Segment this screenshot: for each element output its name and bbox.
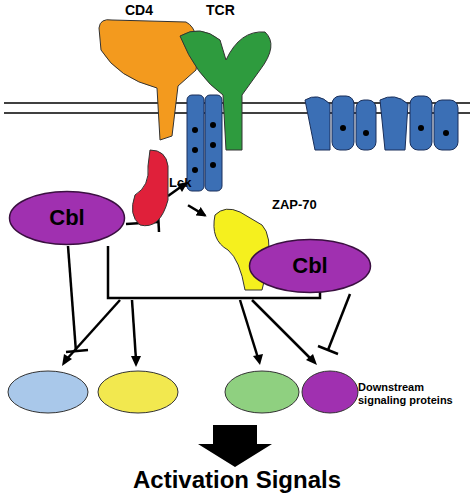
activation-arrow: [132, 300, 136, 360]
arrow-head: [253, 354, 263, 365]
cd3-chain: [410, 96, 432, 150]
protein-label: TCR: [206, 2, 235, 18]
protein-shape: Lck: [128, 145, 188, 230]
inhibition-line: [328, 294, 350, 350]
shape-outline: [95, 0, 207, 145]
arrow-head: [62, 354, 72, 366]
itam-dot: [363, 130, 369, 136]
itam-dot: [443, 130, 449, 136]
itam-dot: [192, 167, 198, 173]
arrow-head: [306, 354, 317, 365]
downstream-protein: [225, 371, 299, 413]
itam-dot: [418, 125, 424, 131]
cd3-chain: [205, 95, 222, 191]
itam-dot: [192, 147, 198, 153]
cd3-chain: [434, 100, 458, 150]
arrow-head: [131, 356, 141, 367]
itam-dot: [210, 122, 216, 128]
activation-arrow: [240, 300, 258, 358]
protein-ellipse: Cbl: [8, 190, 126, 246]
result-label: Activation Signals: [87, 466, 387, 495]
downstream-protein: [302, 371, 358, 413]
shape-fill: [132, 150, 168, 226]
protein-label: Cbl: [248, 253, 372, 279]
downstream-protein: [8, 371, 88, 413]
protein-label: Cbl: [8, 205, 126, 231]
caption-label: Downstream signaling proteins: [358, 381, 474, 407]
cd3-chain: [305, 97, 330, 150]
inhibition-line: [68, 246, 76, 352]
itam-dot: [340, 125, 346, 131]
cd3-chain: [380, 97, 408, 150]
itam-dot: [210, 142, 216, 148]
cd3-chain: [356, 100, 376, 150]
inhibition-bar: [66, 350, 88, 352]
shape-outline: [172, 0, 280, 155]
big-arrow: [198, 425, 272, 467]
downstream-protein: [98, 371, 178, 413]
inhibition-bar: [318, 346, 338, 354]
protein-shape: CD4: [95, 0, 207, 145]
protein-label: ZAP-70: [272, 197, 317, 212]
protein-shape: TCR: [172, 0, 280, 155]
itam-dot: [210, 162, 216, 168]
itam-dot: [192, 127, 198, 133]
protein-label: Lck: [169, 175, 191, 190]
cd3-chain: [332, 96, 354, 150]
shape-fill: [180, 31, 271, 150]
activation-arrow: [252, 300, 312, 360]
activation-arrow: [188, 205, 205, 215]
activation-arrow: [66, 300, 120, 360]
protein-ellipse: Cbl: [248, 238, 372, 294]
protein-label: CD4: [125, 2, 153, 18]
